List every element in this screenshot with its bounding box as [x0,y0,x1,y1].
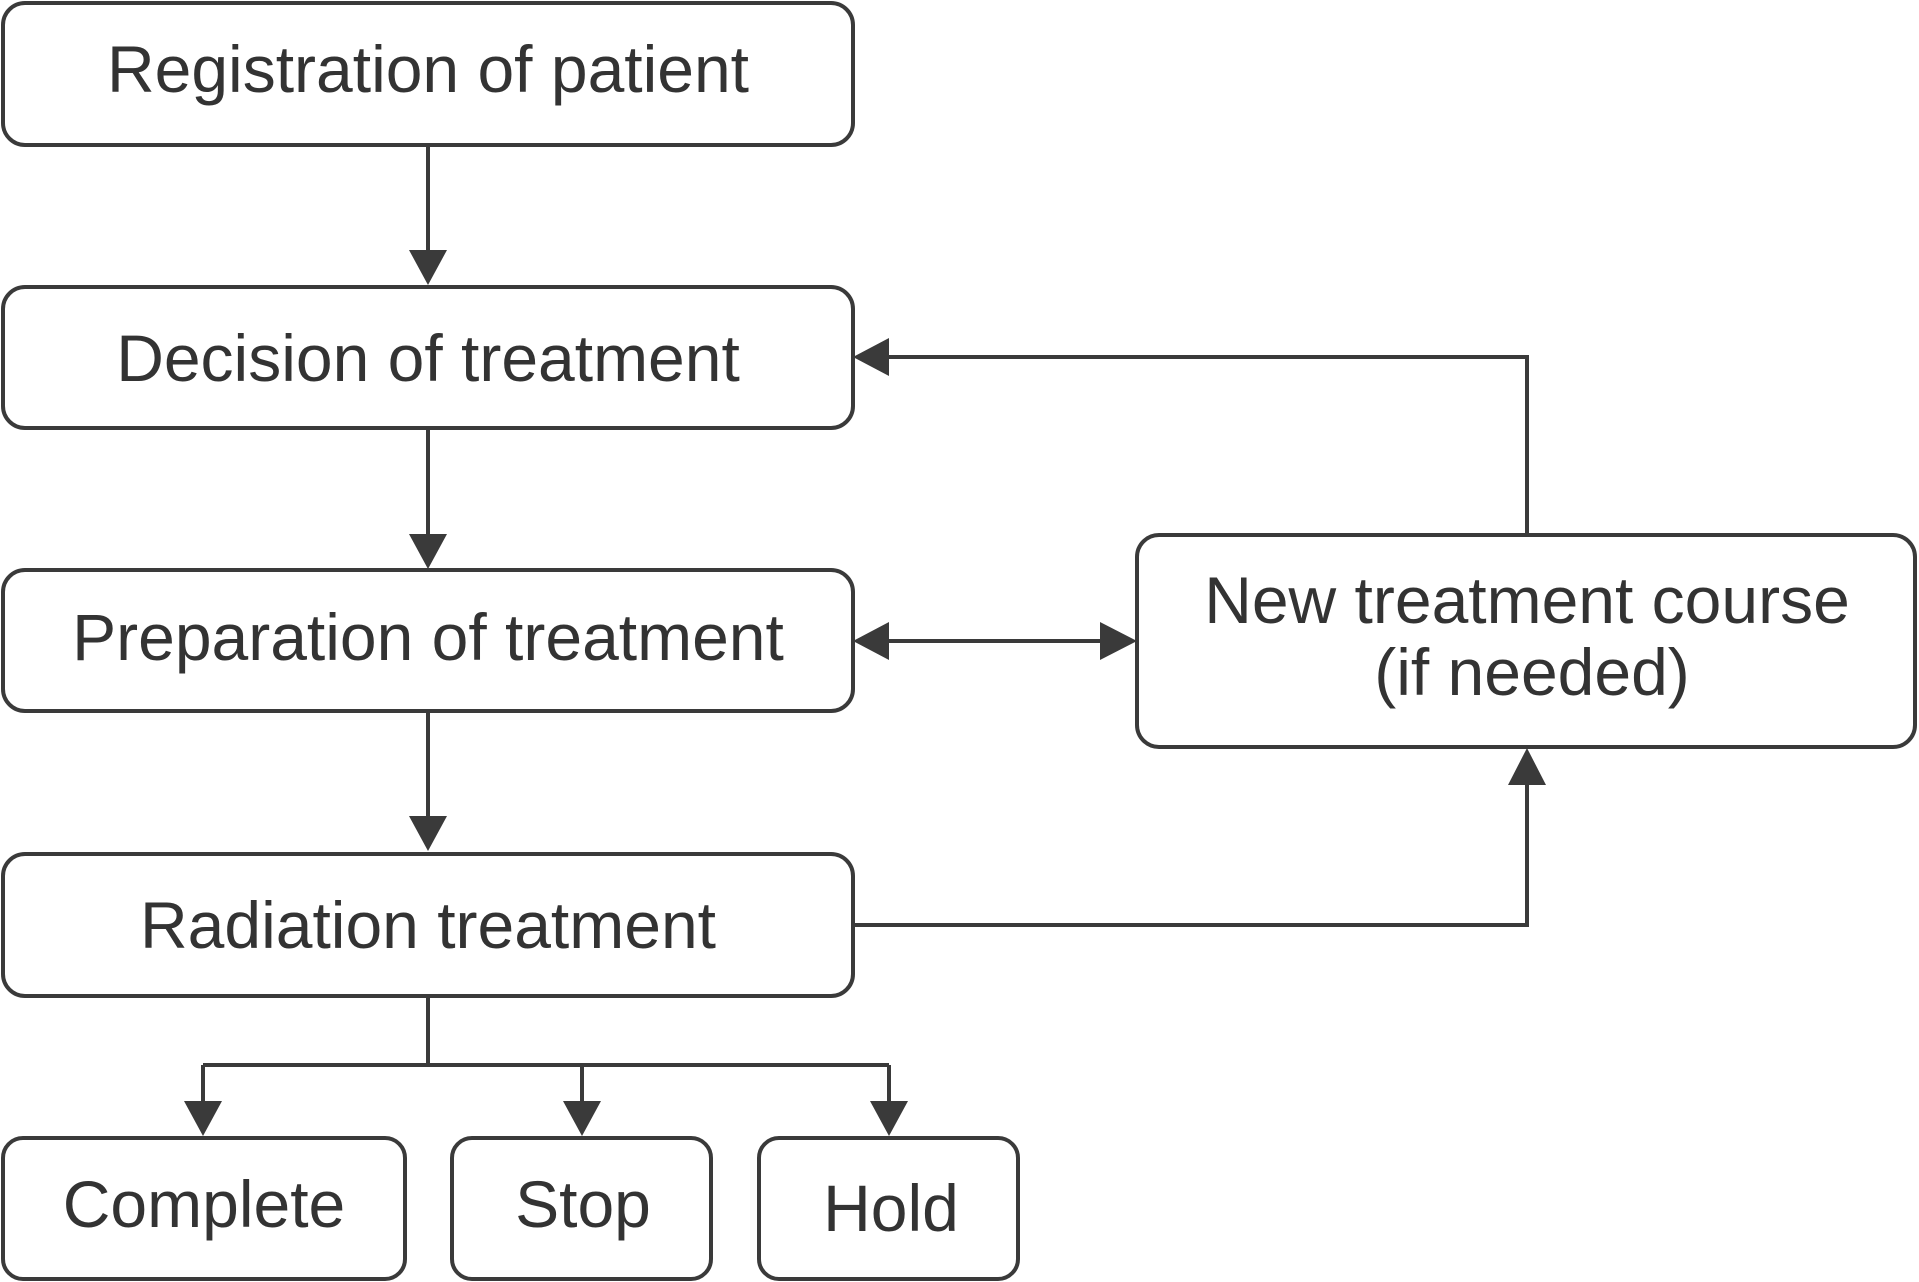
arrowhead-down-icon [184,1101,222,1136]
node-box [450,1136,713,1281]
node-complete: Complete [1,1136,407,1281]
arrowhead-down-icon [409,816,447,851]
arrowhead-left-icon [853,622,889,660]
node-stop: Stop [450,1136,713,1281]
node-box [1135,533,1917,749]
arrow-radiation-to-new-course [853,782,1529,927]
node-box [1,1136,407,1281]
node-label: Registration of patient [107,32,749,106]
node-label-line2: (if needed) [1374,635,1690,709]
node-radiation: Radiation treatment [1,852,855,998]
node-box [1,568,855,713]
node-label: Hold [823,1171,959,1245]
node-preparation: Preparation of treatment [1,568,855,713]
arrowhead-down-icon [409,534,447,569]
arrowhead-down-icon [409,250,447,285]
node-registration: Registration of patient [1,1,855,147]
node-box [1,852,855,998]
node-label: Radiation treatment [140,888,716,962]
node-box [1,285,855,430]
connectors [184,145,1546,1136]
arrow-new-course-to-decision [885,355,1529,533]
node-label-line1: New treatment course [1204,563,1850,637]
node-box [757,1136,1020,1281]
node-box [1,1,855,147]
arrowhead-down-icon [563,1101,601,1136]
node-label: Complete [63,1167,345,1241]
arrowhead-down-icon [870,1101,908,1136]
node-label: Preparation of treatment [72,600,784,674]
arrowhead-right-icon [1100,622,1137,660]
arrowhead-left-icon [853,338,889,376]
arrowhead-up-icon [1508,748,1546,785]
node-new-treatment-course: New treatment course (if needed) [1135,533,1917,749]
node-label: Decision of treatment [116,321,740,395]
node-decision: Decision of treatment [1,285,855,430]
node-hold: Hold [757,1136,1020,1281]
node-label: Stop [515,1167,651,1241]
